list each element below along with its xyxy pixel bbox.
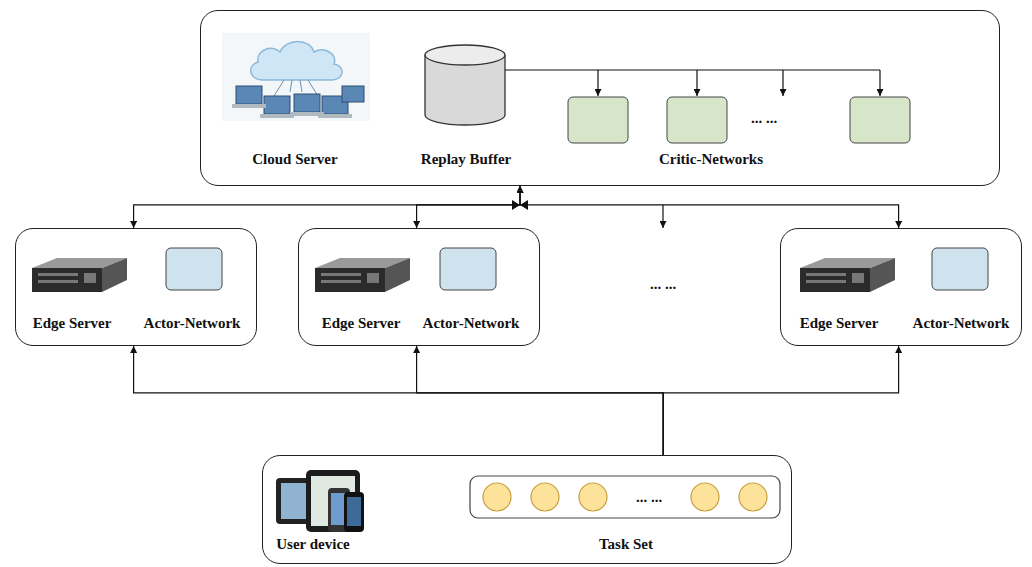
critic-box xyxy=(568,97,910,143)
node-label: Actor-Network xyxy=(913,315,1010,332)
node-label: Edge Server xyxy=(322,315,401,332)
ellipsis-label: ... ... xyxy=(634,489,664,506)
node-label: Cloud Server xyxy=(252,151,337,168)
edge-panel: Edge Server Actor-Network xyxy=(15,228,257,346)
actor-box xyxy=(166,248,988,290)
ellipsis-label: ... ... xyxy=(648,276,678,293)
database-cylinder xyxy=(425,45,505,125)
ellipsis-label: ... ... xyxy=(749,110,779,127)
device-icon xyxy=(276,470,364,532)
task-circle xyxy=(483,483,767,511)
user-panel: User device Task Set xyxy=(262,455,792,564)
connector-arrow xyxy=(134,186,520,228)
edge-panel: Edge Server Actor-Network xyxy=(298,228,540,346)
node-label: Task Set xyxy=(599,536,653,553)
edge-panel: Edge Server Actor-Network xyxy=(780,228,1022,346)
node-label: Edge Server xyxy=(33,315,112,332)
connector-arrow xyxy=(417,186,520,228)
bus-arrow xyxy=(662,205,663,228)
node-label: Edge Server xyxy=(800,315,879,332)
node-label: Critic-Networks xyxy=(659,151,763,168)
buffer-link xyxy=(505,70,880,96)
connector-arrow xyxy=(663,346,898,455)
connector-arrow xyxy=(417,346,664,455)
node-label: User device xyxy=(276,536,349,553)
connector-arrow xyxy=(134,346,664,455)
node-label: Actor-Network xyxy=(144,315,241,332)
node-label: Actor-Network xyxy=(423,315,520,332)
connector-arrow xyxy=(520,186,899,228)
task-set-box xyxy=(470,476,780,518)
node-label: Replay Buffer xyxy=(421,151,511,168)
cloud-panel: Cloud Server Replay Buffer Critic-Networks xyxy=(200,10,1000,186)
cloud-icon xyxy=(222,33,370,121)
